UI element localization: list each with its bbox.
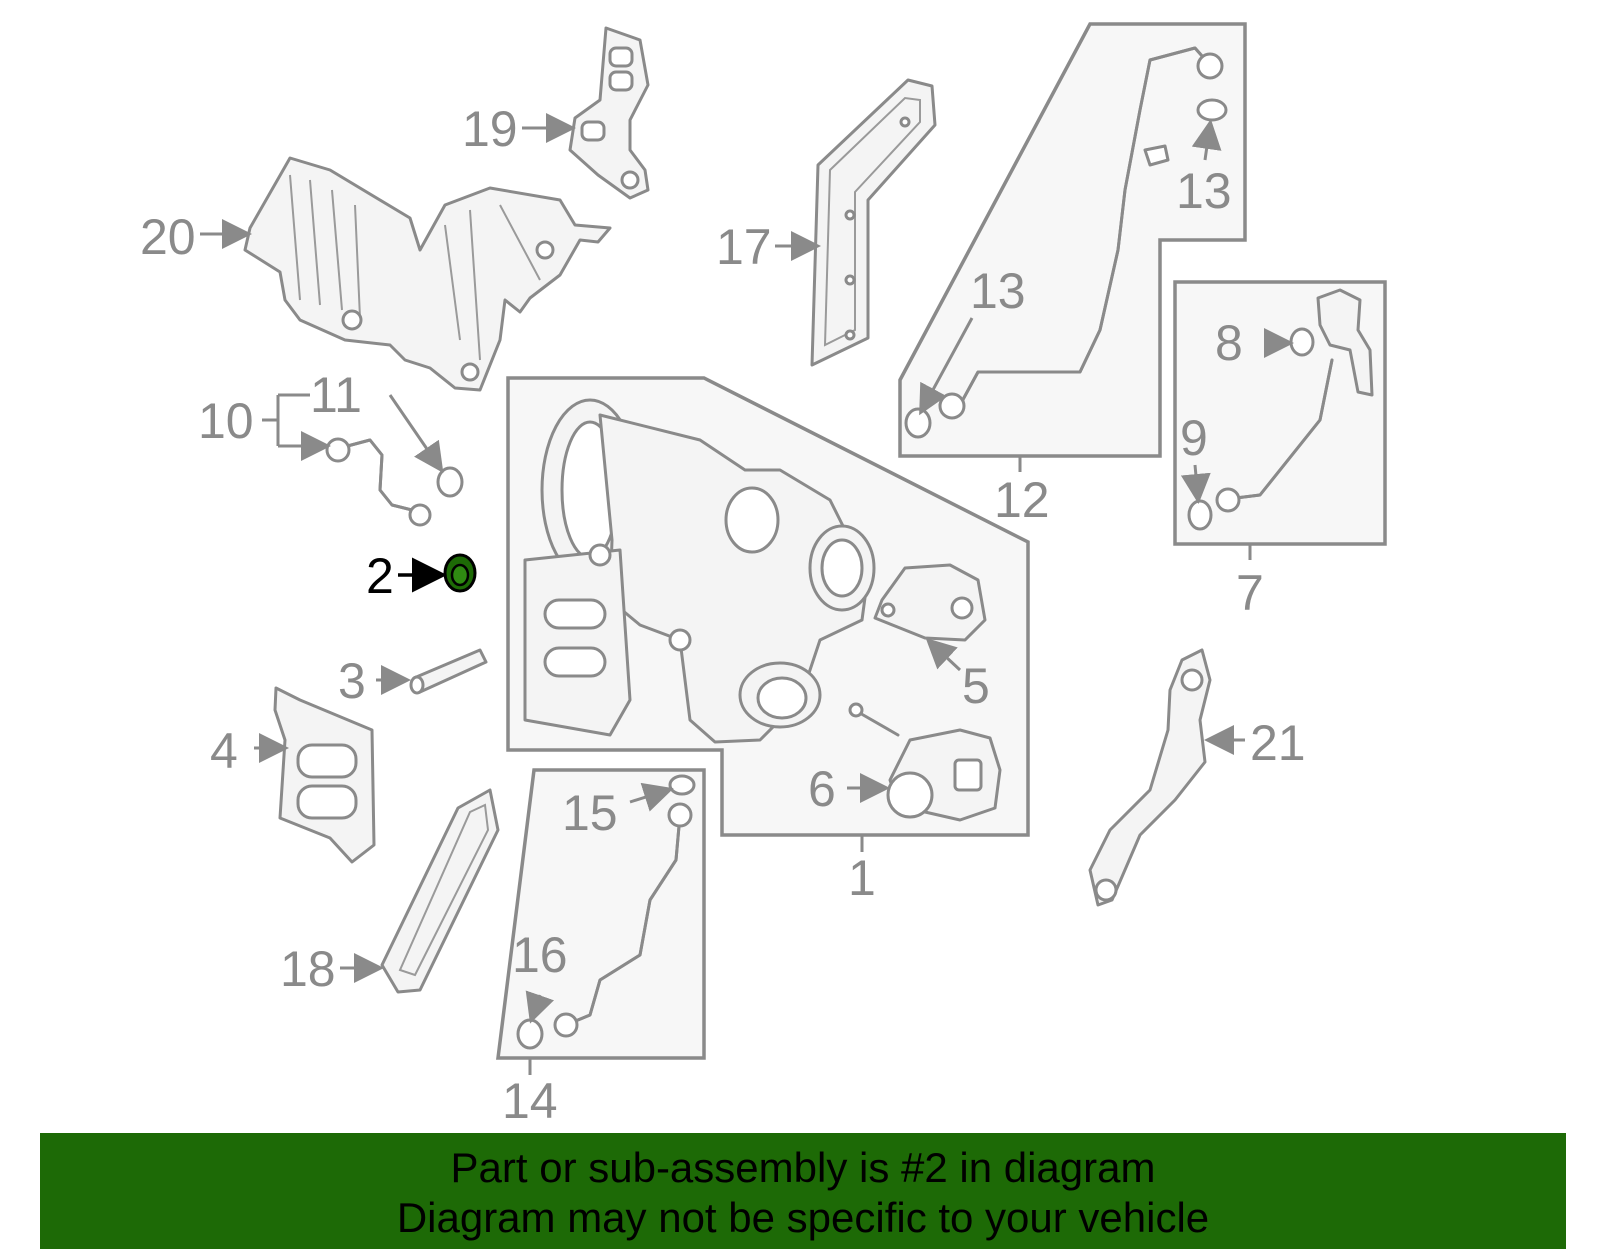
callout-3: 3 xyxy=(338,653,366,709)
banner-line-disclaimer: Diagram may not be specific to your vehi… xyxy=(396,1194,1210,1241)
callout-8: 8 xyxy=(1215,315,1243,371)
banner-line-part-number: Part or sub-assembly is #2 in diagram xyxy=(450,1144,1156,1191)
callout-11: 11 xyxy=(310,367,362,423)
info-banner: Part or sub-assembly is #2 in diagram Di… xyxy=(40,1133,1566,1249)
o-ring-part-9 xyxy=(1187,499,1213,531)
callout-labels: 1 2 3 4 5 6 7 8 9 10 11 12 13 13 14 15 1… xyxy=(140,101,1306,1129)
callout-17: 17 xyxy=(716,219,772,275)
coolant-pipe-part-10 xyxy=(325,437,432,527)
callout-12: 12 xyxy=(994,472,1050,528)
nut-part-2-highlighted xyxy=(443,553,477,593)
gasket-part-17 xyxy=(810,78,937,367)
callout-13-lower: 13 xyxy=(970,263,1026,319)
bracket-part-21 xyxy=(1088,648,1212,907)
turbocharger-part-1 xyxy=(523,398,876,744)
oil-line-part-14 xyxy=(553,802,693,1038)
o-ring-part-11 xyxy=(436,466,464,498)
sensor-part-5 xyxy=(873,563,987,642)
actuator-part-6 xyxy=(848,702,1002,822)
callout-19: 19 xyxy=(462,101,518,157)
callout-18: 18 xyxy=(280,941,336,997)
callout-10: 10 xyxy=(198,393,254,449)
callout-7: 7 xyxy=(1236,565,1264,621)
callout-5: 5 xyxy=(962,658,990,714)
leader-lines xyxy=(200,113,1294,1075)
gasket-part-4 xyxy=(273,686,376,864)
gasket-part-18 xyxy=(380,788,500,994)
o-ring-part-13-upper xyxy=(1196,98,1228,122)
oil-line-part-7 xyxy=(1215,288,1374,513)
callout-2: 2 xyxy=(366,548,394,604)
callout-21: 21 xyxy=(1250,715,1306,771)
heat-shield-part-20 xyxy=(243,156,612,392)
callout-16: 16 xyxy=(512,927,568,983)
callout-9: 9 xyxy=(1180,410,1208,466)
callout-20: 20 xyxy=(140,209,196,265)
oil-line-part-12 xyxy=(938,46,1224,420)
o-ring-part-15 xyxy=(668,774,696,796)
bracket-part-19 xyxy=(568,26,650,200)
callout-1: 1 xyxy=(848,850,876,906)
callout-13-upper: 13 xyxy=(1176,163,1232,219)
callout-15: 15 xyxy=(562,785,618,841)
callout-4: 4 xyxy=(210,723,238,779)
o-ring-part-8 xyxy=(1289,327,1315,357)
assembly-box-12 xyxy=(898,22,1247,458)
assembly-box-14 xyxy=(496,768,706,1060)
o-ring-part-16 xyxy=(516,1018,544,1050)
stud-part-3 xyxy=(409,648,488,695)
turbocharger-parts-diagram: 1 2 3 4 5 6 7 8 9 10 11 12 13 13 14 15 1… xyxy=(140,22,1387,1129)
callout-14: 14 xyxy=(502,1073,558,1129)
o-ring-part-13-lower xyxy=(904,407,932,439)
callout-6: 6 xyxy=(808,761,836,817)
